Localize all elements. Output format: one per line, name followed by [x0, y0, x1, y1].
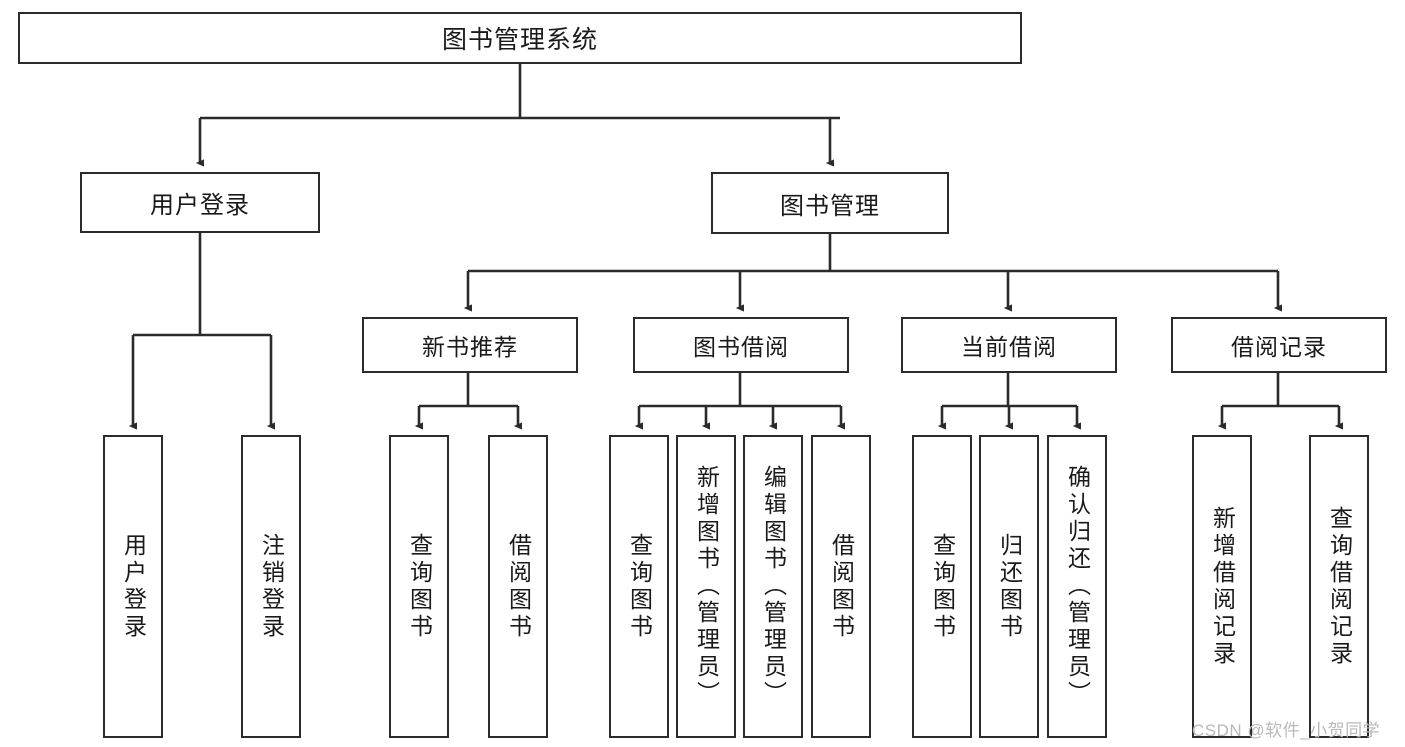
node-book-management-label: 图书管理: [780, 192, 880, 220]
node-user-login[interactable]: 用户登录: [80, 172, 320, 233]
leaf-edit-book-admin-label: 编辑图书（管理员）: [760, 465, 787, 708]
node-borrow-record-label: 借阅记录: [1231, 334, 1327, 360]
node-new-book-recommend[interactable]: 新书推荐: [362, 317, 578, 373]
leaf-query-book-current-label: 查询图书: [929, 532, 956, 641]
leaf-add-borrow-record-label: 新增借阅记录: [1209, 505, 1236, 668]
leaf-confirm-return-admin[interactable]: 确认归还（管理员）: [1047, 435, 1107, 738]
leaf-return-book[interactable]: 归还图书: [979, 435, 1039, 738]
node-user-login-label: 用户登录: [150, 192, 250, 219]
node-current-borrow-label: 当前借阅: [961, 334, 1057, 360]
node-book-borrow[interactable]: 图书借阅: [633, 317, 849, 373]
node-book-management[interactable]: 图书管理: [711, 172, 949, 234]
leaf-user-login-label: 用户登录: [120, 532, 147, 641]
leaf-logout[interactable]: 注销登录: [241, 435, 301, 738]
leaf-user-login[interactable]: 用户登录: [103, 435, 163, 738]
leaf-query-book-current[interactable]: 查询图书: [912, 435, 972, 738]
csdn-watermark: CSDN @软件_小贺同学: [1192, 721, 1381, 740]
leaf-query-borrow-record[interactable]: 查询借阅记录: [1309, 435, 1369, 738]
leaf-add-book-admin[interactable]: 新增图书（管理员）: [676, 435, 736, 738]
node-root-book-management-system[interactable]: 图书管理系统: [18, 12, 1022, 64]
node-new-book-recommend-label: 新书推荐: [422, 334, 518, 360]
leaf-query-book-recommend-label: 查询图书: [406, 532, 433, 641]
leaf-add-book-admin-label: 新增图书（管理员）: [693, 465, 720, 708]
leaf-borrow-book-recommend[interactable]: 借阅图书: [488, 435, 548, 738]
leaf-borrow-book-recommend-label: 借阅图书: [505, 532, 532, 641]
node-root-label: 图书管理系统: [441, 26, 598, 54]
leaf-return-book-label: 归还图书: [996, 532, 1023, 641]
leaf-logout-label: 注销登录: [258, 532, 285, 641]
leaf-query-book-borrow-label: 查询图书: [626, 532, 653, 641]
leaf-query-borrow-record-label: 查询借阅记录: [1326, 505, 1353, 668]
leaf-confirm-return-admin-label: 确认归还（管理员）: [1064, 465, 1091, 708]
leaf-edit-book-admin[interactable]: 编辑图书（管理员）: [743, 435, 803, 738]
node-book-borrow-label: 图书借阅: [693, 334, 789, 360]
leaf-borrow-book-label: 借阅图书: [828, 532, 855, 641]
node-current-borrow[interactable]: 当前借阅: [901, 317, 1117, 373]
node-borrow-record[interactable]: 借阅记录: [1171, 317, 1387, 373]
leaf-add-borrow-record[interactable]: 新增借阅记录: [1192, 435, 1252, 738]
leaf-query-book-borrow[interactable]: 查询图书: [609, 435, 669, 738]
leaf-query-book-recommend[interactable]: 查询图书: [389, 435, 449, 738]
leaf-borrow-book[interactable]: 借阅图书: [811, 435, 871, 738]
